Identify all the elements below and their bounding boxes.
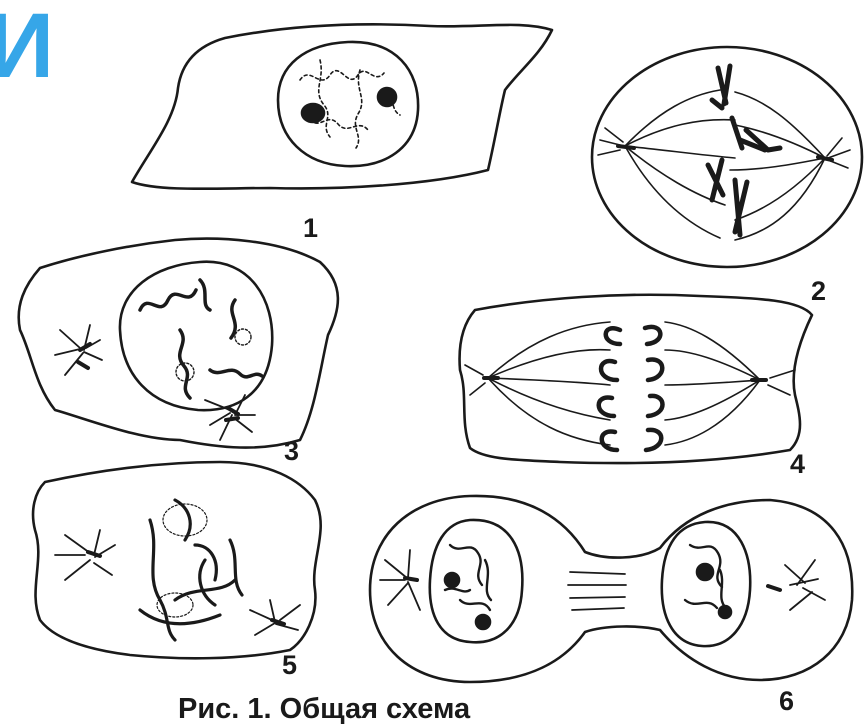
cell-3-nucleus: [120, 262, 272, 410]
cell-6-nucleus-right: [662, 522, 750, 646]
figure-caption: Рис. 1. Общая схема: [178, 693, 470, 726]
cell-3-membrane: [19, 239, 338, 448]
cell-1-interphase: [132, 24, 552, 188]
cell-4-anaphase: [460, 295, 812, 463]
label-cell-6: 6: [779, 686, 794, 717]
cell-2-spindle: [598, 90, 850, 240]
label-cell-5: 5: [282, 650, 297, 681]
cell-4-spindle: [465, 322, 795, 445]
cell-3-prophase: [19, 239, 338, 448]
cell-1-nucleolus-left: [302, 104, 324, 122]
cell-3-aster-left: [55, 325, 102, 375]
cell-5-aster-right: [250, 600, 300, 635]
cell-3-aster-right: [205, 395, 255, 440]
cell-3-chromosomes: [140, 280, 262, 398]
cell-6-nucleolus-left-b: [476, 615, 490, 629]
cell-5-membrane: [33, 462, 321, 658]
label-cell-1: 1: [303, 213, 318, 244]
cell-6-nucleolus-left-a: [445, 573, 459, 587]
cell-5-aster-left: [55, 530, 115, 580]
cell-5-prometaphase: [33, 462, 321, 658]
cell-1-membrane: [132, 24, 552, 188]
cell-3-chromatin-cluster-b: [235, 329, 251, 345]
cell-6-aster-left: [380, 550, 420, 610]
label-cell-3: 3: [284, 436, 299, 467]
cell-1-nucleolus-right: [378, 88, 396, 106]
label-cell-4: 4: [790, 449, 805, 480]
cell-6-nucleolus-right-a: [697, 564, 713, 580]
label-cell-2: 2: [811, 276, 826, 307]
cell-5-chromosomes: [140, 500, 242, 640]
cell-6-aster-right: [768, 560, 825, 610]
cell-2-chromosomes: [708, 66, 780, 235]
corner-letter: И: [0, 0, 54, 92]
cell-6-telophase: [370, 496, 852, 682]
cell-1-nucleus: [278, 42, 418, 166]
cell-4-chromosomes: [599, 327, 663, 450]
cell-6-chromatin: [445, 545, 726, 610]
cell-2-centriole-left: [618, 146, 634, 148]
cell-2-metaphase: [592, 47, 862, 267]
cell-6-nucleolus-right-b: [719, 606, 731, 618]
cell-6-midbody-fibers: [568, 572, 626, 610]
